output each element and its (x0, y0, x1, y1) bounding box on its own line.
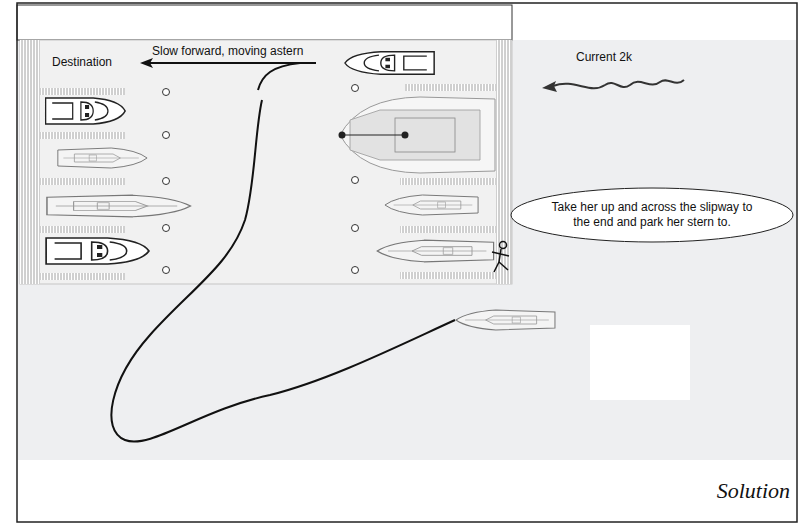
map-label: Current 2k (574, 50, 634, 64)
instruction-text: Take her up and across the slipway to th… (544, 200, 760, 230)
map-label: Slow forward, moving astern (150, 44, 305, 58)
map-label: Destination (50, 55, 114, 69)
caption: Solution (717, 478, 790, 504)
instruction-ellipse: Take her up and across the slipway to th… (510, 187, 794, 243)
